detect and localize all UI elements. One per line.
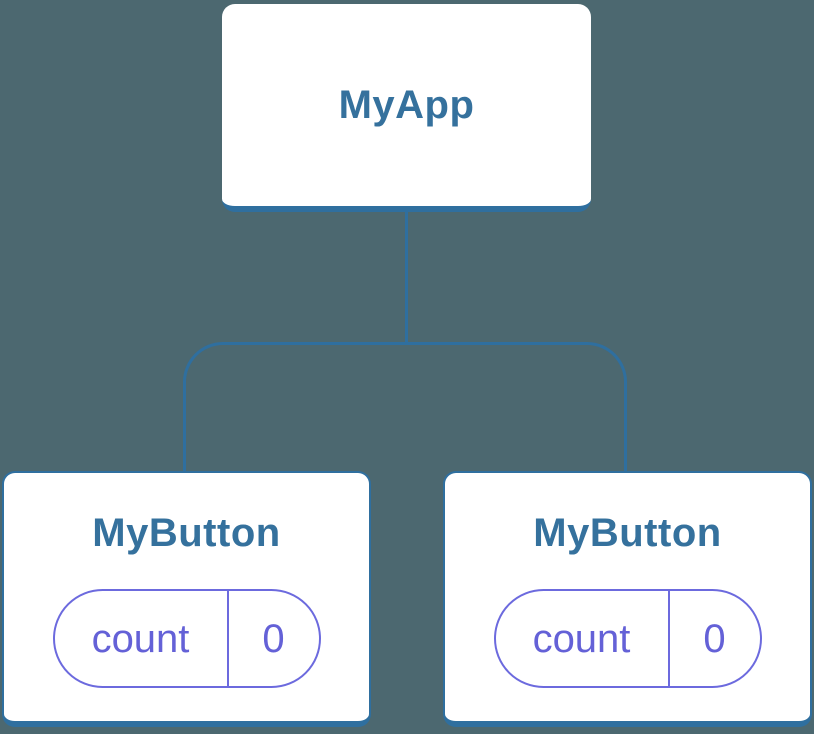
pill-divider-icon bbox=[667, 591, 670, 686]
state-value: 0 bbox=[262, 616, 285, 661]
connector-stem bbox=[405, 212, 408, 344]
child-component-card-right: MyButton count 0 bbox=[443, 471, 812, 727]
state-pill: count 0 bbox=[52, 589, 321, 688]
root-component-label: MyApp bbox=[338, 83, 475, 127]
root-component-card: MyApp bbox=[222, 4, 591, 212]
state-pill: count 0 bbox=[493, 589, 762, 688]
child-component-card-left: MyButton count 0 bbox=[2, 471, 371, 727]
connector-bracket bbox=[183, 342, 627, 471]
child-component-label: MyButton bbox=[92, 511, 281, 555]
state-value: 0 bbox=[703, 616, 726, 661]
child-component-label: MyButton bbox=[533, 511, 722, 555]
state-key: count bbox=[91, 616, 190, 661]
state-key: count bbox=[532, 616, 631, 661]
pill-divider-icon bbox=[226, 591, 229, 686]
